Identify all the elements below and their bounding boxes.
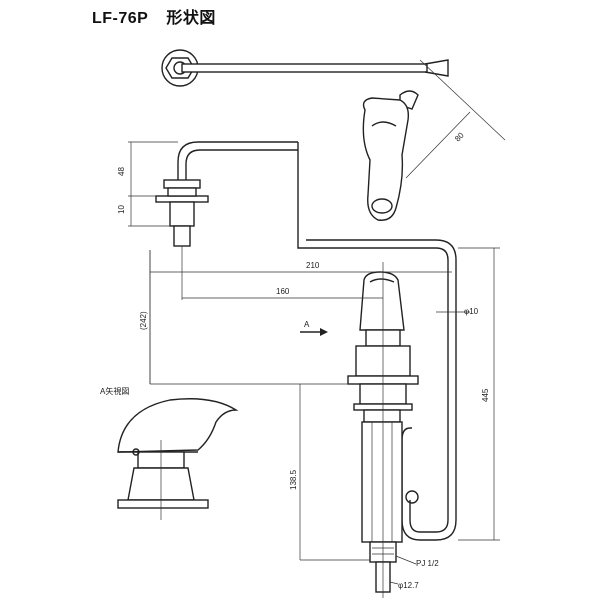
dim-1385-label: 138.5 — [289, 469, 298, 490]
left-lower-shank — [173, 225, 191, 247]
drawing-subtitle: 形状図 — [166, 8, 216, 27]
left-view — [155, 141, 298, 300]
arrow-a-label: A — [304, 320, 310, 329]
lever-body — [362, 97, 410, 221]
dim-80-label: 80 — [453, 130, 466, 143]
pipe-inner — [306, 239, 457, 541]
a-view-label: A矢視図 — [100, 386, 129, 396]
dim-242-label: (242) — [139, 311, 148, 330]
lever-view — [362, 90, 471, 221]
arrow-a-head — [320, 328, 328, 336]
dim-pj-leader — [395, 555, 417, 565]
lever-hook — [399, 90, 419, 110]
dimensions: 48 10 80 210 160 (242) A φ10 445 138.5 — [100, 130, 500, 590]
top-spout — [181, 63, 428, 73]
left-collar — [163, 179, 201, 189]
pipe-bend — [401, 427, 412, 500]
hose-clip — [405, 490, 419, 504]
pipe-outer — [297, 142, 449, 533]
top-nut — [165, 57, 195, 79]
left-spout-outer — [177, 141, 298, 180]
dim-pj-label: PJ 1/2 — [416, 559, 439, 568]
dim-80-ext — [419, 59, 506, 141]
dim-445-label: 445 — [481, 388, 490, 402]
dim-48-label: 48 — [117, 167, 126, 176]
a-view-pivot — [132, 448, 140, 456]
left-nut — [167, 187, 197, 197]
faucet-head-rim — [369, 278, 395, 283]
top-view — [161, 49, 506, 141]
faucet-shank — [361, 421, 403, 543]
dim-80-line — [405, 111, 471, 179]
dim-10-label: 10 — [117, 205, 126, 214]
a-arrow-view — [117, 398, 239, 520]
dim-160-label: 160 — [276, 287, 290, 296]
lever-contour — [371, 121, 397, 127]
top-spout-tip — [424, 59, 449, 77]
left-counter-line — [155, 195, 209, 203]
a-view-base — [117, 499, 209, 509]
main-faucet — [347, 262, 419, 598]
left-shank — [169, 201, 195, 227]
left-spout-inner — [185, 149, 298, 180]
model-number: LF-76P — [92, 10, 149, 27]
dim-dia127-leader — [389, 581, 399, 585]
dim-210-label: 210 — [306, 261, 320, 270]
lever-tip — [371, 198, 393, 214]
dim-dia10-label: φ10 — [464, 307, 479, 316]
drawing-title: LF-76P 形状図 — [92, 4, 216, 28]
lock-nut — [363, 409, 401, 423]
a-view-lever — [117, 398, 239, 453]
dim-dia127-label: φ12.7 — [398, 581, 419, 590]
faucet-spout-head — [359, 271, 405, 331]
